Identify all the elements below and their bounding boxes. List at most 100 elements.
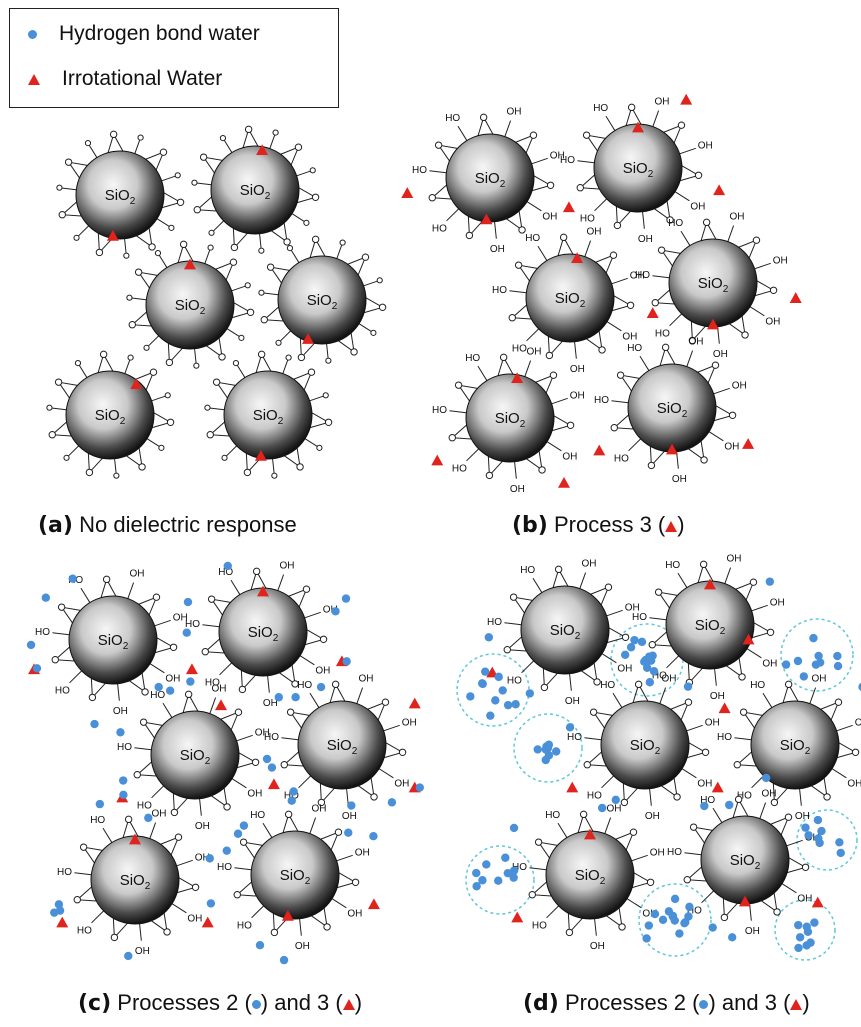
hydroxyl-label: HO xyxy=(545,810,560,821)
hydrogen-bond-water-dot xyxy=(803,927,813,936)
oxygen-atom xyxy=(138,463,146,471)
caption-letter: (a) xyxy=(38,513,73,538)
oxygen-atom xyxy=(734,795,743,804)
hydrogen-bond-water-dot xyxy=(206,899,216,908)
hydroxyl-label: OH xyxy=(113,706,128,717)
hydrogen-bond-water-dot xyxy=(387,798,397,807)
silanol-bond xyxy=(466,448,479,462)
silanol-bond xyxy=(304,611,321,619)
silanol-bond xyxy=(281,737,299,741)
hydrogen-bond-water-dot xyxy=(815,658,825,667)
hydrogen-bond-water-dot xyxy=(799,672,809,681)
silanol-bond xyxy=(831,768,847,779)
hydrogen-bond-water-dot xyxy=(342,657,351,666)
silica-sphere xyxy=(75,150,165,240)
hydroxyl-site xyxy=(272,129,279,136)
hydroxyl-site xyxy=(309,167,316,174)
oxygen-atom xyxy=(784,813,793,821)
silanol-bond xyxy=(298,775,311,789)
hydrogen-bond-water-dot xyxy=(491,696,500,705)
oxygen-atom xyxy=(251,758,260,767)
irrotational-water-marker xyxy=(256,144,269,156)
hydroxyl-label: HO xyxy=(217,862,232,873)
hydroxyl-label: OH xyxy=(490,244,505,255)
oxygen-atom xyxy=(565,928,574,937)
oxygen-atom xyxy=(109,130,118,139)
oxygen-atom xyxy=(593,678,601,686)
hydroxyl-label: OH xyxy=(688,337,703,348)
hydroxyl-label: OH xyxy=(565,696,580,707)
oxygen-atom xyxy=(317,798,326,807)
oxygen-atom xyxy=(351,878,360,887)
hydrogen-bond-water-dot xyxy=(814,651,823,661)
oxygen-atom xyxy=(559,233,568,242)
silanol-bond xyxy=(749,306,765,317)
hydroxyl-label: HO xyxy=(57,867,72,878)
oxygen-atom xyxy=(307,368,316,376)
hydroxyl-label: HO xyxy=(432,223,447,234)
oxygen-atom xyxy=(616,371,625,379)
oxygen-atom xyxy=(201,647,209,656)
oxygen-atom xyxy=(169,643,178,652)
hydroxyl-site xyxy=(238,334,245,341)
hydroxyl-label: HO xyxy=(117,742,132,753)
hydrogen-bond-water-dot xyxy=(289,787,298,796)
hydroxyl-label: HO xyxy=(627,343,642,354)
irrotational-water-marker xyxy=(408,697,421,709)
oxygen-atom xyxy=(88,693,97,702)
oxygen-atom xyxy=(163,928,171,936)
oxygen-atom xyxy=(239,838,248,846)
oxygen-atom xyxy=(834,698,843,706)
oxygen-atom xyxy=(673,793,681,801)
silica-sphere xyxy=(68,595,158,685)
hydroxyl-label: OH xyxy=(724,442,739,453)
silanol-bond xyxy=(546,441,562,452)
legend-item-irrotational-water: Irrotational Water xyxy=(28,64,222,94)
hydrogen-bond-water-dot xyxy=(817,826,826,836)
oxygen-atom xyxy=(626,301,635,310)
water-cluster-outline xyxy=(513,713,583,783)
particle-label: SiO2 xyxy=(98,632,129,652)
silica-particle: SiO2 xyxy=(56,130,185,259)
hydroxyl-site xyxy=(219,134,227,142)
particle-label: SiO2 xyxy=(623,160,654,180)
silanol-bond xyxy=(446,208,459,222)
hydrogen-bond-water-dot xyxy=(794,943,803,953)
hydroxyl-label: OH xyxy=(630,271,645,282)
hydroxyl-site xyxy=(221,454,228,461)
hydroxyl-label: HO xyxy=(492,285,507,296)
silanol-bond xyxy=(171,903,187,914)
silica-sphere xyxy=(250,830,340,920)
irrotational-water-marker xyxy=(666,443,678,455)
silanol-bond xyxy=(383,724,400,732)
silanol-bond xyxy=(749,903,752,921)
hydroxyl-site xyxy=(158,444,165,451)
hydrogen-bond-water-dot xyxy=(233,829,243,838)
silanol-bond xyxy=(494,221,497,239)
silanol-bond xyxy=(521,660,534,674)
particle-label: SiO2 xyxy=(575,867,606,887)
irrotational-water-marker xyxy=(789,292,802,303)
caption-letter: (d) xyxy=(523,991,559,1016)
silanol-bond xyxy=(751,775,764,789)
irrotational-water-marker xyxy=(106,229,119,241)
oxygen-atom xyxy=(252,567,261,576)
irrotational-water-marker xyxy=(711,781,724,793)
silanol-bond xyxy=(717,326,720,344)
oxygen-atom xyxy=(297,353,306,362)
silanol-bond xyxy=(680,230,691,246)
oxygen-atom xyxy=(528,890,536,899)
hydrogen-bond-water-dot xyxy=(670,894,680,904)
hydrogen-bond-water-dot xyxy=(501,853,510,862)
oxygen-atom xyxy=(677,121,686,129)
hydroxyl-label: HO xyxy=(284,790,299,801)
hydroxyl-label: HO xyxy=(687,905,702,916)
silanol-bond xyxy=(557,822,568,838)
hydrogen-bond-water-dot xyxy=(630,635,639,645)
oxygen-atom xyxy=(604,583,613,591)
